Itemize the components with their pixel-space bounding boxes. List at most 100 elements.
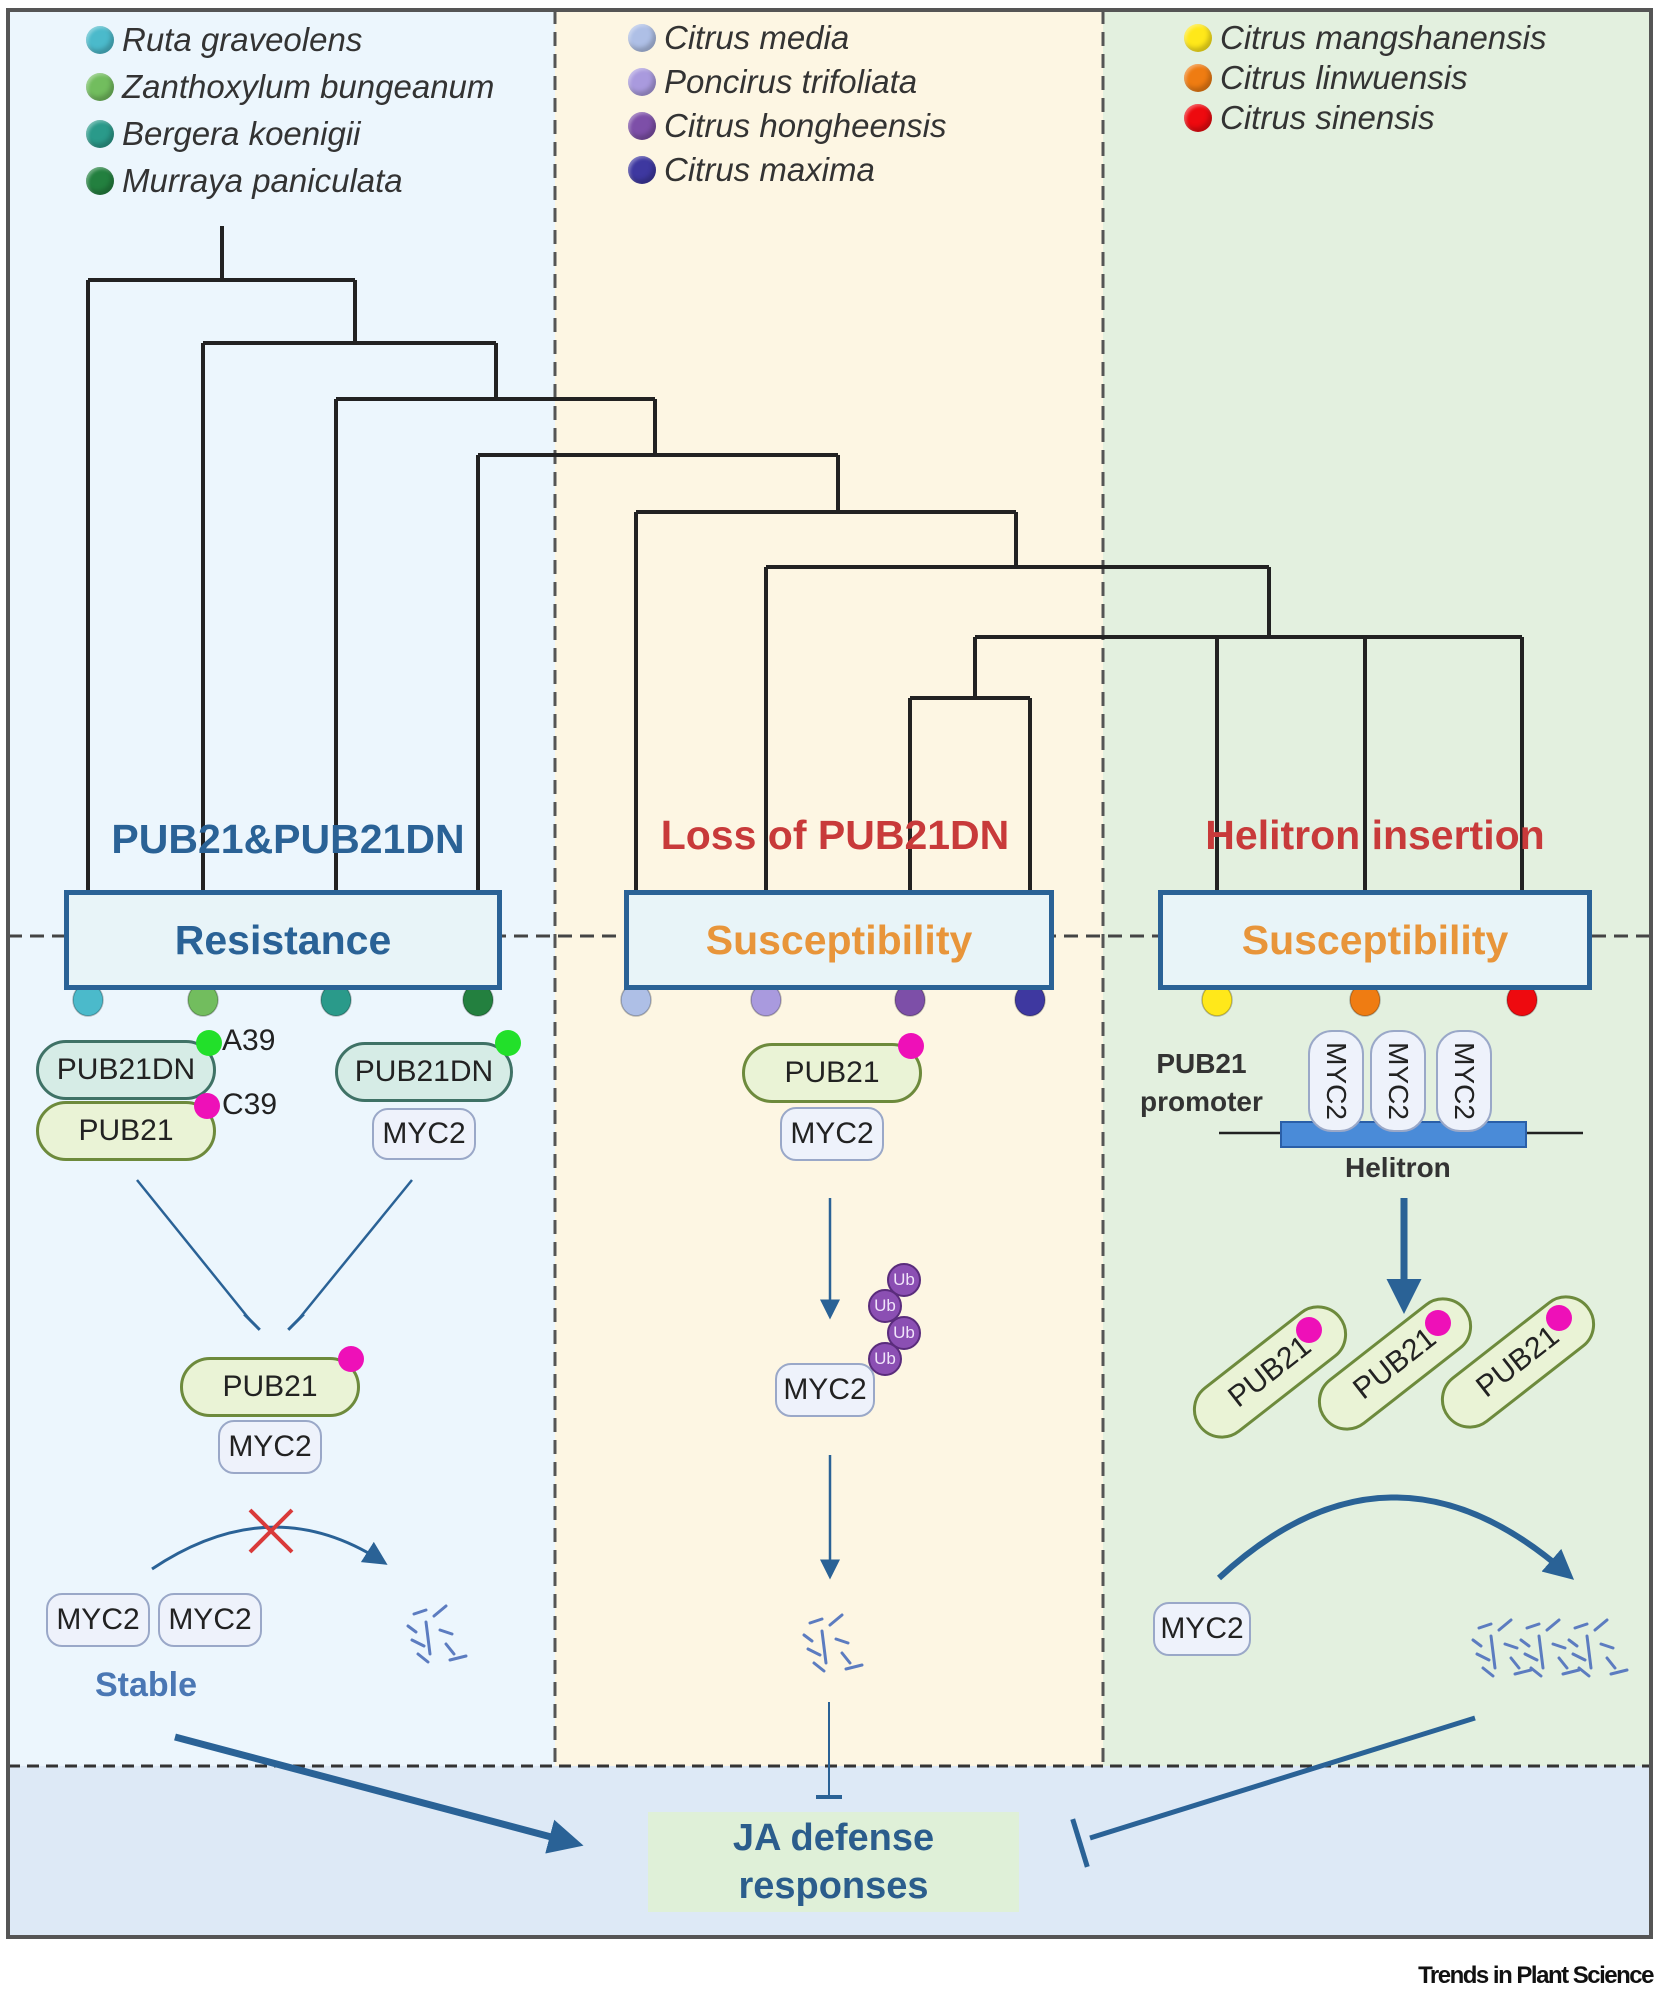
species-label: Zanthoxylum bungeanum — [122, 68, 495, 105]
legend-item: Bergera koenigii — [86, 110, 494, 157]
helitron-label: Helitron — [1345, 1152, 1451, 1183]
inhibit-line — [1089, 1715, 1476, 1841]
fragment-stroke — [1475, 1652, 1491, 1662]
species-dot-icon — [86, 72, 114, 101]
inhibit-line — [297, 1179, 413, 1321]
c39-site-icon — [1296, 1317, 1322, 1343]
ubiquitin-icon: Ub — [868, 1342, 902, 1376]
frame — [6, 8, 1653, 1939]
legend-item: Poncirus trifoliata — [628, 60, 947, 104]
c39-site-icon — [1546, 1305, 1572, 1331]
fragment-stroke — [1609, 1668, 1629, 1676]
c39-site-icon — [194, 1093, 220, 1119]
fragment-stroke — [1477, 1622, 1493, 1630]
c39-label: C39 — [222, 1088, 278, 1121]
outcome-resistance: Resistance — [64, 890, 502, 990]
fragment-stroke — [1497, 1618, 1513, 1632]
legend-left: Ruta graveolens Zanthoxylum bungeanum Be… — [86, 16, 494, 204]
legend-item: Citrus maxima — [628, 148, 947, 192]
panel-right-bg — [1103, 10, 1651, 1766]
c39-site-icon — [338, 1346, 364, 1372]
species-label: Citrus sinensis — [1220, 99, 1435, 136]
species-label: Ruta graveolens — [122, 21, 363, 58]
myc2-bound-protein: MYC2 — [1436, 1030, 1492, 1132]
panel-left-bg — [8, 10, 555, 1766]
promoter-label-line: PUB21 — [1156, 1048, 1247, 1079]
fragment-stroke — [1509, 1656, 1521, 1670]
a39-site-icon — [196, 1030, 222, 1056]
fragment-stroke — [406, 1624, 418, 1634]
species-dot-icon — [86, 25, 114, 54]
fragment-stroke — [1557, 1656, 1569, 1670]
species-label: Citrus maxima — [664, 151, 875, 188]
fragment-stroke — [1545, 1618, 1561, 1632]
fragment-stroke — [1573, 1622, 1589, 1630]
fragment-stroke — [412, 1608, 428, 1616]
fragment-stroke — [834, 1637, 850, 1645]
fragment-stroke — [840, 1651, 852, 1665]
species-dot-icon — [86, 166, 114, 195]
pub21dn-protein: PUB21DN — [335, 1042, 513, 1102]
fragment-stroke — [1585, 1634, 1593, 1670]
fragment-stroke — [1523, 1652, 1539, 1662]
fragment-stroke — [1551, 1642, 1567, 1650]
species-dot-icon — [86, 119, 114, 148]
myc2-protein: MYC2 — [1153, 1602, 1251, 1656]
fragment-stroke — [432, 1604, 448, 1618]
fragment-stroke — [828, 1613, 844, 1627]
fragment-stroke — [844, 1663, 864, 1671]
fragment-stroke — [438, 1628, 454, 1636]
c39-site-icon — [898, 1033, 924, 1059]
species-dot-icon — [628, 112, 656, 140]
species-dot-icon — [628, 156, 656, 184]
species-label: Bergera koenigii — [122, 115, 361, 152]
inhibit-bar-icon — [243, 1313, 261, 1331]
ubiquitin-icon: Ub — [887, 1316, 921, 1350]
fragment-stroke — [416, 1652, 430, 1664]
fragment-stroke — [1567, 1638, 1579, 1648]
fragment-stroke — [448, 1654, 468, 1662]
legend-item: Ruta graveolens — [86, 16, 494, 63]
legend-item: Citrus mangshanensis — [1184, 18, 1547, 58]
fragment-stroke — [806, 1647, 822, 1657]
c39-site-icon — [1425, 1310, 1451, 1336]
ja-defense-responses: JA defense responses — [648, 1812, 1019, 1912]
fragment-stroke — [1593, 1618, 1609, 1632]
pub21dn-protein: PUB21DN — [36, 1040, 216, 1100]
myc2-ubiquitinated-protein: MYC2 — [775, 1363, 875, 1417]
journal-credit: Trends in Plant Science — [1418, 1962, 1654, 1989]
stable-label: Stable — [95, 1666, 198, 1704]
species-label: Citrus linwuensis — [1220, 59, 1468, 96]
myc2-protein: MYC2 — [158, 1593, 262, 1647]
heading-middle: Loss of PUB21DN — [660, 812, 1010, 858]
species-dot-icon — [1184, 24, 1212, 52]
legend-right: Citrus mangshanensis Citrus linwuensis C… — [1184, 18, 1547, 138]
fragment-stroke — [812, 1661, 826, 1673]
myc2-protein: MYC2 — [372, 1108, 476, 1160]
fragment-stroke — [1513, 1668, 1533, 1676]
legend-item: Murraya paniculata — [86, 157, 494, 204]
degraded-protein-icon — [802, 1613, 864, 1673]
legend-item: Citrus sinensis — [1184, 98, 1547, 138]
fragment-stroke — [424, 1620, 432, 1656]
pub21-protein: PUB21 — [180, 1357, 360, 1417]
species-label: Poncirus trifoliata — [664, 63, 918, 100]
heading-left: PUB21&PUB21DN — [111, 816, 465, 862]
inhibit-line — [136, 1179, 251, 1321]
legend-item: Citrus hongheensis — [628, 104, 947, 148]
legend-item: Zanthoxylum bungeanum — [86, 63, 494, 110]
fragment-stroke — [1537, 1634, 1545, 1670]
species-dot-icon — [628, 24, 656, 52]
pub21-promoter-label: PUB21 promoter — [1140, 1045, 1263, 1121]
pub21-protein: PUB21 — [742, 1043, 922, 1103]
degradation-arrow — [1216, 1494, 1575, 1581]
outcome-susceptibility-middle: Susceptibility — [624, 890, 1054, 990]
legend-item: Citrus linwuensis — [1184, 58, 1547, 98]
a39-label: A39 — [222, 1024, 276, 1057]
activation-arrow — [174, 1733, 584, 1854]
myc2-label: MYC2 — [1383, 1042, 1414, 1120]
species-dot-icon — [628, 68, 656, 96]
fragment-stroke — [820, 1629, 828, 1665]
